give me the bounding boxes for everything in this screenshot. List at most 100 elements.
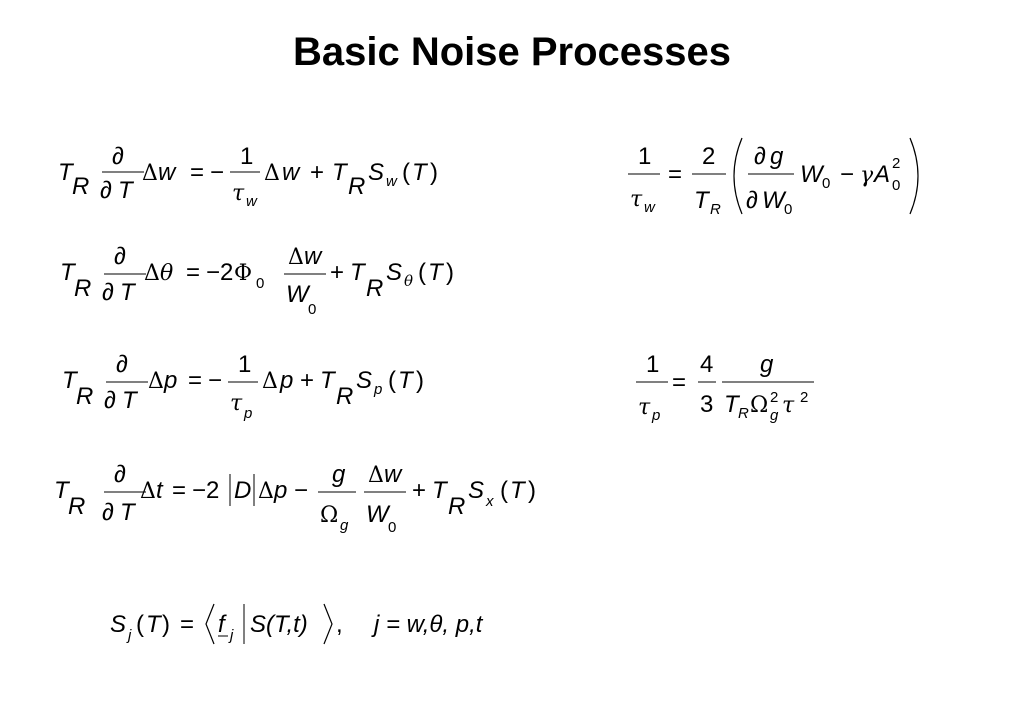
eq5-content: S(T,t) — [250, 611, 308, 638]
equation-source-projection: S j ( T ) = f j S(T,t) , j = w,θ, p,t — [110, 603, 484, 645]
eq4-delta-2: Δ — [258, 479, 274, 504]
eq4-D: D — [234, 477, 251, 504]
eq1-T-3: T — [412, 159, 429, 186]
eq6-tau-sub: w — [644, 199, 656, 216]
eq2-W-sub: 0 — [308, 301, 316, 318]
equation-theta-relaxation: T R ∂ ∂ T Δ θ = −2 Φ 0 Δ w W 0 + T R S θ… — [60, 243, 454, 318]
eq5-f-sub: j — [228, 627, 234, 644]
eq7-equals: = — [672, 369, 686, 396]
eq1-T-2: T — [332, 159, 349, 186]
eq7-four: 4 — [700, 351, 713, 378]
eq2-S-sub: θ — [404, 272, 413, 290]
eq2-T-den: T — [120, 279, 137, 306]
eq6-right-paren — [909, 137, 919, 215]
eq3-R: R — [76, 383, 93, 410]
eq4-partial-num: ∂ — [114, 461, 126, 488]
eq3-p: p — [163, 367, 177, 394]
eq3-tau-sub: p — [243, 405, 252, 422]
eq1-lparen: ( — [402, 159, 410, 186]
eq2-S: S — [386, 259, 402, 286]
eq4-lparen: ( — [500, 477, 508, 504]
eq7-T-sub: R — [738, 405, 749, 422]
eq7-tau: τ — [638, 395, 651, 420]
eq4-t: t — [156, 477, 164, 504]
equation-tau-w: 1 τ w = 2 T R ∂ g ∂ W 0 W 0 − γ A 2 0 — [628, 137, 919, 218]
eq1-delta: Δ — [142, 161, 158, 186]
eq4-W: W — [366, 501, 391, 528]
eq2-T-2: T — [350, 259, 367, 286]
eq4-T-den: T — [120, 499, 137, 526]
equation-t-relaxation: T R ∂ ∂ T Δ t = −2 D Δ p − g Ω g Δ w W 0… — [54, 461, 536, 536]
eq5-T: T — [146, 611, 163, 638]
eq3-tau: τ — [230, 391, 243, 416]
eq3-plus: + — [300, 367, 314, 394]
eq1-plus: + — [310, 159, 324, 186]
eq1-w: w — [158, 159, 177, 186]
eq5-equals: = — [180, 611, 194, 638]
eq5-S-sub: j — [126, 627, 132, 644]
eq5-f: f — [218, 611, 227, 638]
eq7-Omega: Ω — [750, 393, 768, 418]
eq6-g: g — [770, 143, 784, 170]
eq4-delta: Δ — [140, 479, 156, 504]
eq3-S-sub: p — [373, 381, 382, 398]
eq2-theta: θ — [160, 261, 173, 286]
eq1-tau-sub: w — [246, 193, 258, 210]
eq1-R: R — [72, 173, 89, 200]
eq2-Phi: Φ — [234, 261, 252, 286]
eq6-left-paren — [733, 137, 743, 215]
eq1-equals: = — [190, 159, 204, 186]
eq2-T: T — [60, 259, 77, 286]
eq3-S: S — [356, 367, 372, 394]
eq2-plus: + — [330, 259, 344, 286]
eq3-delta: Δ — [148, 369, 164, 394]
eq2-w: w — [304, 243, 323, 270]
equation-w-relaxation: T R ∂ ∂ T Δ w = − 1 τ w Δ w + T R S w ( … — [58, 143, 438, 210]
eq6-partial-den: ∂ — [746, 187, 758, 214]
eq3-T-den: T — [122, 387, 139, 414]
eq7-tau-sub: p — [651, 407, 660, 424]
eq1-S: S — [368, 159, 384, 186]
eq1-w-2: w — [282, 159, 301, 186]
eq1-one: 1 — [240, 143, 253, 170]
eq2-R: R — [74, 275, 91, 302]
eq1-minus: − — [210, 159, 224, 186]
eq5-right-angle — [323, 603, 333, 645]
eq4-minus: − — [294, 477, 308, 504]
eq5-rparen: ) — [162, 611, 170, 638]
eq3-T-3: T — [398, 367, 415, 394]
eq2-T-3: T — [428, 259, 445, 286]
eq7-T: T — [724, 391, 741, 418]
eq3-delta-2: Δ — [262, 369, 278, 394]
eq1-S-sub: w — [386, 173, 398, 190]
eq6-W-sub: 0 — [822, 175, 830, 192]
eq3-lparen: ( — [388, 367, 396, 394]
eq4-Omega-sub: g — [340, 517, 349, 534]
eq2-neg2: −2 — [206, 259, 233, 286]
eq2-equals: = — [186, 259, 200, 286]
eq4-R-2: R — [448, 493, 465, 520]
eq7-one: 1 — [646, 351, 659, 378]
eq4-delta-num: Δ — [368, 463, 384, 488]
eq1-delta-2: Δ — [264, 161, 280, 186]
eq4-T: T — [54, 477, 71, 504]
slide-title: Basic Noise Processes — [292, 30, 732, 74]
eq7-g: g — [760, 351, 774, 378]
eq3-T-2: T — [320, 367, 337, 394]
eq4-equals: = — [172, 477, 186, 504]
eq7-three: 3 — [700, 391, 713, 418]
eq7-Omega-sub: g — [770, 407, 779, 424]
eq2-delta-num: Δ — [288, 245, 304, 270]
eq3-partial-num: ∂ — [116, 351, 128, 378]
eq2-Phi-sub: 0 — [256, 275, 264, 292]
eq3-rparen: ) — [416, 367, 424, 394]
eq6-one: 1 — [638, 143, 651, 170]
eq4-R: R — [68, 493, 85, 520]
eq2-lparen: ( — [418, 259, 426, 286]
eq3-p-2: p — [279, 367, 293, 394]
eq4-partial-den: ∂ — [102, 499, 114, 526]
eq7-Omega-sup: 2 — [770, 389, 778, 406]
eq6-W: W — [800, 161, 825, 188]
eq5-lparen: ( — [136, 611, 144, 638]
eq4-neg2: −2 — [192, 477, 219, 504]
